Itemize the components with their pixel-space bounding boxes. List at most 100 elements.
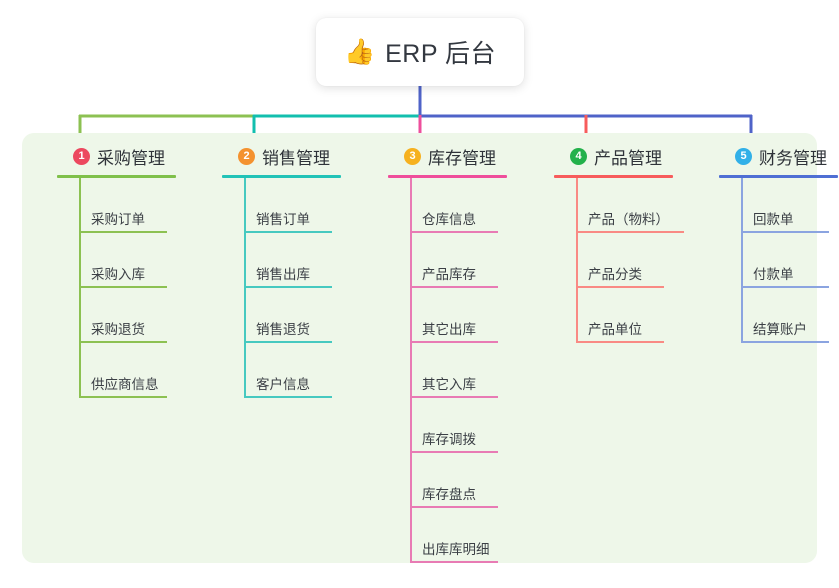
leaf-label: 付款单 (753, 266, 794, 282)
leaf-label: 客户信息 (256, 376, 310, 392)
branch-spine-4 (576, 178, 578, 343)
leaf-node[interactable]: 产品单位 (576, 288, 673, 343)
branch-badge-1: 1 (73, 147, 90, 165)
leaf-node[interactable]: 产品（物料） (576, 178, 684, 233)
leaf-label: 仓库信息 (422, 211, 476, 227)
leaf-label: 供应商信息 (91, 376, 159, 392)
leaf-rule (410, 506, 498, 508)
leaf-rule (244, 341, 332, 343)
leaf-label: 销售订单 (256, 211, 310, 227)
branch-badge-5: 5 (735, 147, 752, 165)
leaf-label: 采购入库 (91, 266, 145, 282)
leaf-rule (576, 341, 664, 343)
leaf-node[interactable]: 产品库存 (410, 233, 507, 288)
branch-children-2: 销售订单销售出库销售退货客户信息 (222, 178, 341, 398)
leaf-node[interactable]: 采购入库 (79, 233, 176, 288)
branch-column-4: 4 产品管理产品（物料） 产品分类产品单位 (554, 143, 684, 343)
branch-card (22, 133, 817, 563)
leaf-label: 库存调拨 (422, 431, 476, 447)
leaf-node[interactable]: 其它入库 (410, 343, 507, 398)
branch-children-4: 产品（物料） 产品分类产品单位 (554, 178, 684, 343)
branch-title-1: 采购管理 (97, 148, 165, 168)
leaf-node[interactable]: 库存调拨 (410, 398, 507, 453)
leaf-rule (576, 231, 684, 233)
leaf-rule (244, 396, 332, 398)
branch-children-3: 仓库信息产品库存其它出库其它入库库存调拨库存盘点出库库明细 (388, 178, 507, 563)
branch-spine-2 (244, 178, 246, 398)
leaf-node[interactable]: 销售退货 (244, 288, 341, 343)
leaf-rule (410, 451, 498, 453)
branch-rule-4 (554, 175, 673, 178)
branch-rule-3 (388, 175, 507, 178)
leaf-rule (741, 286, 829, 288)
root-node[interactable]: 👍 ERP 后台 (316, 18, 524, 86)
leaf-rule (410, 396, 498, 398)
branch-column-5: 5 财务管理回款单付款单结算账户 (719, 143, 838, 343)
leaf-label: 库存盘点 (422, 486, 476, 502)
leaf-node[interactable]: 回款单 (741, 178, 838, 233)
leaf-label: 产品库存 (422, 266, 476, 282)
leaf-rule (79, 396, 167, 398)
branch-title-4: 产品管理 (594, 148, 662, 168)
branch-header-4[interactable]: 4 产品管理 (554, 143, 673, 169)
leaf-label: 产品（物料） (588, 211, 669, 227)
branch-column-3: 3 库存管理仓库信息产品库存其它出库其它入库库存调拨库存盘点出库库明细 (388, 143, 507, 563)
leaf-rule (576, 286, 664, 288)
branch-rule-2 (222, 175, 341, 178)
leaf-label: 采购订单 (91, 211, 145, 227)
leaf-label: 回款单 (753, 211, 794, 227)
leaf-rule (410, 341, 498, 343)
branch-header-2[interactable]: 2 销售管理 (222, 143, 341, 169)
branch-header-5[interactable]: 5 财务管理 (719, 143, 838, 169)
leaf-rule (410, 231, 498, 233)
leaf-node[interactable]: 库存盘点 (410, 453, 507, 508)
branch-rule-1 (57, 175, 176, 178)
leaf-label: 其它出库 (422, 321, 476, 337)
leaf-node[interactable]: 结算账户 (741, 288, 838, 343)
branch-title-3: 库存管理 (428, 148, 496, 168)
leaf-rule (79, 286, 167, 288)
leaf-node[interactable]: 仓库信息 (410, 178, 507, 233)
leaf-rule (79, 231, 167, 233)
branch-title-2: 销售管理 (262, 148, 330, 168)
leaf-label: 销售出库 (256, 266, 310, 282)
leaf-rule (410, 286, 498, 288)
branch-title-5: 财务管理 (759, 148, 827, 168)
leaf-label: 结算账户 (753, 321, 807, 337)
branch-badge-2: 2 (238, 147, 255, 165)
thumbs-up-icon: 👍 (343, 37, 376, 66)
branch-column-1: 1 采购管理采购订单采购入库采购退货供应商信息 (57, 143, 176, 398)
leaf-rule (244, 286, 332, 288)
branch-spine-3 (410, 178, 412, 563)
leaf-node[interactable]: 产品分类 (576, 233, 673, 288)
leaf-label: 出库库明细 (422, 541, 490, 557)
leaf-label: 采购退货 (91, 321, 145, 337)
leaf-node[interactable]: 客户信息 (244, 343, 341, 398)
leaf-node[interactable]: 销售出库 (244, 233, 341, 288)
page-title: ERP 后台 (385, 40, 497, 68)
branch-header-1[interactable]: 1 采购管理 (57, 143, 176, 169)
branch-column-2: 2 销售管理销售订单销售出库销售退货客户信息 (222, 143, 341, 398)
branch-badge-4: 4 (570, 147, 587, 165)
leaf-node[interactable]: 采购退货 (79, 288, 176, 343)
leaf-rule (410, 561, 498, 563)
leaf-node[interactable]: 供应商信息 (79, 343, 176, 398)
leaf-node[interactable]: 销售订单 (244, 178, 341, 233)
leaf-node[interactable]: 出库库明细 (410, 508, 507, 563)
leaf-rule (741, 231, 829, 233)
branch-badge-3: 3 (404, 147, 421, 165)
branch-header-3[interactable]: 3 库存管理 (388, 143, 507, 169)
leaf-label: 销售退货 (256, 321, 310, 337)
branch-children-1: 采购订单采购入库采购退货供应商信息 (57, 178, 176, 398)
branch-spine-1 (79, 178, 81, 398)
leaf-label: 产品单位 (588, 321, 642, 337)
branch-children-5: 回款单付款单结算账户 (719, 178, 838, 343)
leaf-label: 其它入库 (422, 376, 476, 392)
leaf-node[interactable]: 采购订单 (79, 178, 176, 233)
leaf-node[interactable]: 付款单 (741, 233, 838, 288)
leaf-rule (79, 341, 167, 343)
leaf-rule (244, 231, 332, 233)
leaf-node[interactable]: 其它出库 (410, 288, 507, 343)
leaf-rule (741, 341, 829, 343)
